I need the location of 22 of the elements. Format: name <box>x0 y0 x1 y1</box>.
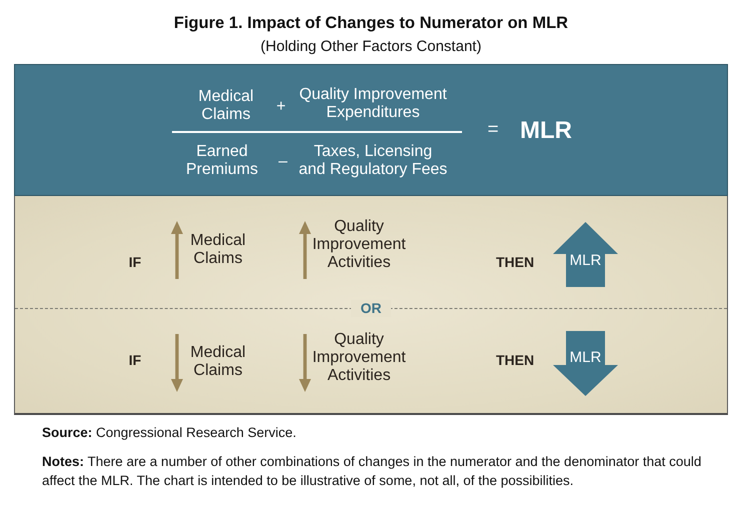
plus-sign: + <box>275 98 287 116</box>
result-word: THEN <box>494 352 536 369</box>
notes-text: Notes: There are a number of other combinations of changes in the numerator and the denominator that could affect the MLR. The chart is intended to be illustrative of some, not all, of the possibilities. <box>42 453 702 490</box>
equals-sign: = <box>486 119 500 141</box>
condition-word: IF <box>128 352 142 369</box>
factor-label: Quality Improvement Activities <box>311 331 407 385</box>
factor-label: Medical Claims <box>189 232 247 268</box>
factor-label: Quality Improvement Activities <box>311 218 407 272</box>
minus-sign: – <box>278 153 288 171</box>
arrow-label: MLR <box>568 252 602 270</box>
source-note: Source: Congressional Research Service. <box>42 424 298 442</box>
factor-label: Medical Claims <box>189 344 247 380</box>
formula-term: Taxes, Licensing and Regulatory Fees <box>298 143 448 179</box>
formula-term: Quality Improvement Expenditures <box>298 86 448 122</box>
result-word: THEN <box>494 254 536 271</box>
formula-term: Medical Claims <box>197 88 255 124</box>
formula-term: Earned Premiums <box>184 143 259 179</box>
result-term: MLR <box>519 117 573 144</box>
condition-word: IF <box>128 254 142 271</box>
figure-title: Figure 1. Impact of Changes to Numerator on MLR <box>172 13 570 33</box>
arrow-label: MLR <box>568 349 602 367</box>
figure-subtitle: (Holding Other Factors Constant) <box>260 38 482 56</box>
